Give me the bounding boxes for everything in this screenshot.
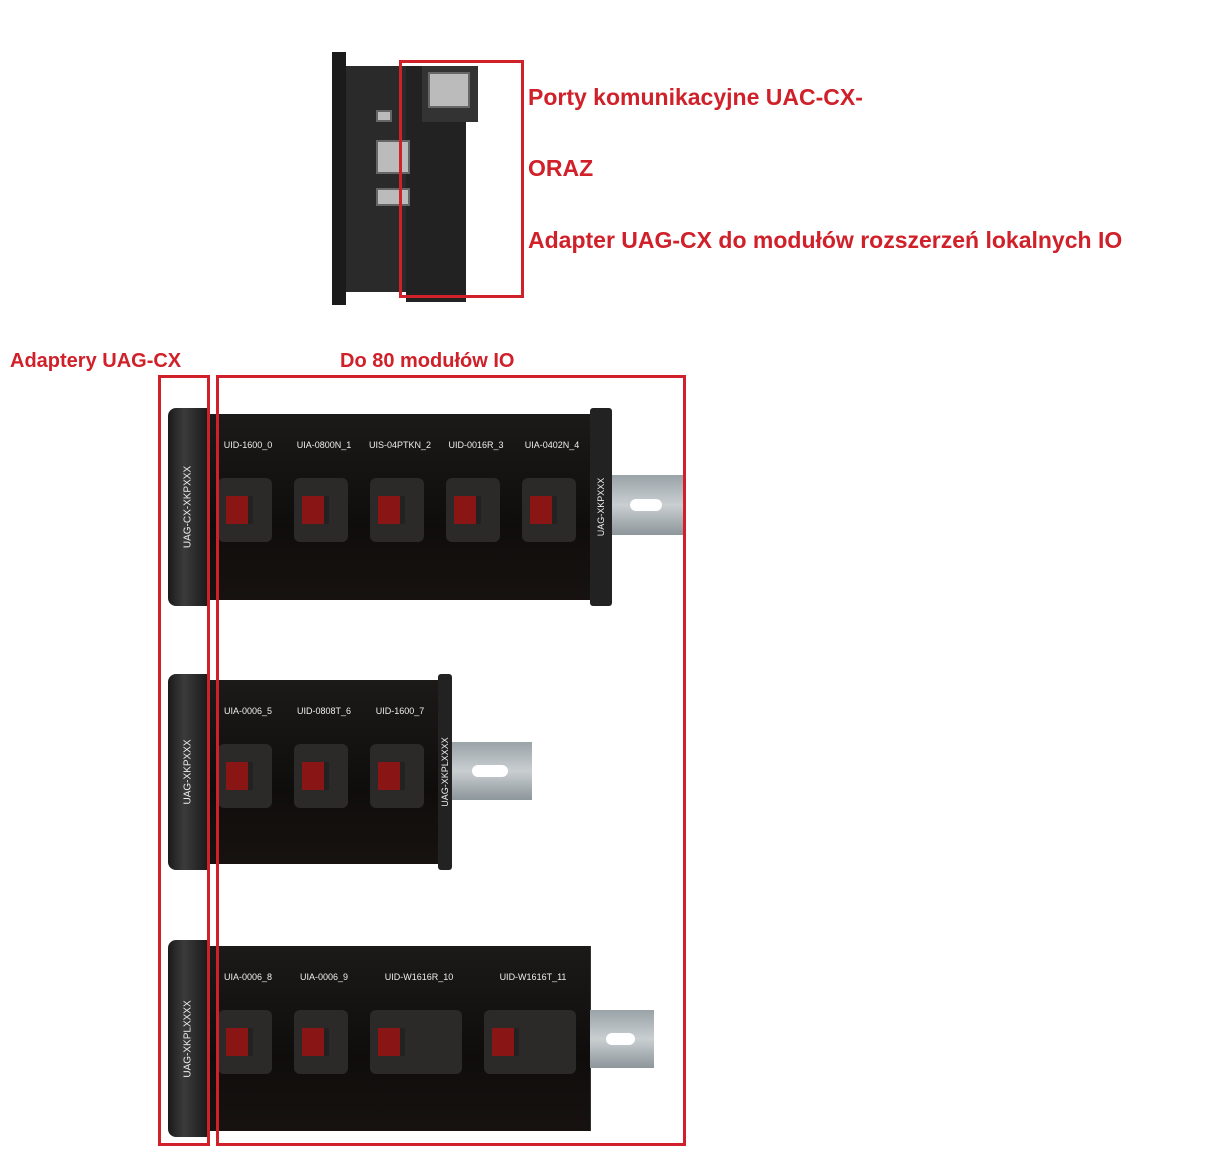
- uag-adapter: UAG-CX-XKPXXX: [168, 408, 208, 606]
- io-module: UIA-0006_5: [210, 680, 287, 864]
- io-rack: UAG-XKPXXX UIA-0006_5 UID-0808T_6 UID-1600_…: [168, 674, 618, 870]
- end-cap: UAG-XKPLXXXX: [438, 674, 452, 870]
- module-label: UIA-0006_8: [223, 972, 273, 982]
- status-window: [530, 496, 557, 524]
- module-label: UIA-0006_5: [223, 706, 273, 716]
- uag-adapter: UAG-XKPXXX: [168, 674, 208, 870]
- status-window: [226, 762, 253, 790]
- io-rack: UAG-CX-XKPXXX UID-1600_0 UIA-0800N_1 UIS-04…: [168, 408, 618, 606]
- module-label: UIA-0800N_1: [296, 440, 352, 450]
- and-label: ORAZ: [528, 155, 594, 181]
- io-module: UIA-0006_9: [286, 946, 363, 1131]
- din-rail: [452, 742, 532, 800]
- io-module: UID-W1616T_11: [476, 946, 591, 1131]
- adapters-highlight-box: [158, 375, 210, 1146]
- terminal-block: [370, 744, 424, 808]
- status-window: [454, 496, 481, 524]
- status-window: [226, 1028, 253, 1056]
- ethernet-port-icon: [376, 140, 410, 174]
- io-module: UIA-0402N_4: [514, 414, 591, 600]
- modules-heading: Do 80 modułów IO: [340, 350, 515, 372]
- terminal-block: [218, 478, 272, 542]
- io-module: UID-0016R_3: [438, 414, 515, 600]
- module-label: UID-W1616R_10: [384, 972, 454, 982]
- module-label: UID-1600_0: [223, 440, 273, 450]
- terminal-block: [446, 478, 500, 542]
- usb-port-icon: [376, 110, 392, 122]
- terminal-block: [484, 1010, 576, 1074]
- io-rack: UAG-XKPLXXXX UIA-0006_8 UIA-0006_9 UID-W161…: [168, 940, 618, 1137]
- module-label: UID-W1616T_11: [499, 972, 567, 982]
- din-rail: [590, 1010, 654, 1068]
- module-label: UID-1600_7: [375, 706, 425, 716]
- io-module: UIA-0006_8: [210, 946, 287, 1131]
- terminal-block: [218, 744, 272, 808]
- io-module: UIS-04PTKN_2: [362, 414, 439, 600]
- terminal-block: [294, 478, 348, 542]
- status-window: [492, 1028, 519, 1056]
- terminal-block: [294, 1010, 348, 1074]
- ports-label: Porty komunikacyjne UAC-CX-: [528, 84, 863, 110]
- module-label: UID-0016R_3: [448, 440, 504, 450]
- io-module: UID-0808T_6: [286, 680, 363, 864]
- uag-adapter: UAG-XKPLXXXX: [168, 940, 208, 1137]
- io-module: UID-1600_0: [210, 414, 287, 600]
- io-module: UID-1600_7: [362, 680, 439, 864]
- din-rail: [612, 475, 683, 535]
- terminal-block: [370, 478, 424, 542]
- adapter-label: Adapter UAG-CX do modułów rozszerzeń lok…: [528, 227, 1123, 253]
- terminal-block: [370, 1010, 462, 1074]
- ethernet-port-icon: [428, 72, 470, 108]
- module-label: UID-0808T_6: [296, 706, 352, 716]
- io-module: UID-W1616R_10: [362, 946, 477, 1131]
- status-window: [378, 762, 405, 790]
- status-window: [302, 762, 329, 790]
- status-window: [378, 496, 405, 524]
- status-window: [302, 496, 329, 524]
- adapters-heading: Adaptery UAG-CX: [10, 350, 182, 372]
- status-window: [378, 1028, 405, 1056]
- ports-highlight-box: [399, 60, 524, 298]
- terminal-block: [218, 1010, 272, 1074]
- terminal-block: [294, 744, 348, 808]
- terminal-block: [522, 478, 576, 542]
- status-window: [302, 1028, 329, 1056]
- module-label: UIS-04PTKN_2: [368, 440, 432, 450]
- end-cap: UAG-XKPXXX: [590, 408, 612, 606]
- status-window: [226, 496, 253, 524]
- controller-side-view: [332, 52, 478, 305]
- module-label: UIA-0006_9: [299, 972, 349, 982]
- module-label: UIA-0402N_4: [524, 440, 580, 450]
- io-module: UIA-0800N_1: [286, 414, 363, 600]
- modules-highlight-box: [216, 375, 686, 1146]
